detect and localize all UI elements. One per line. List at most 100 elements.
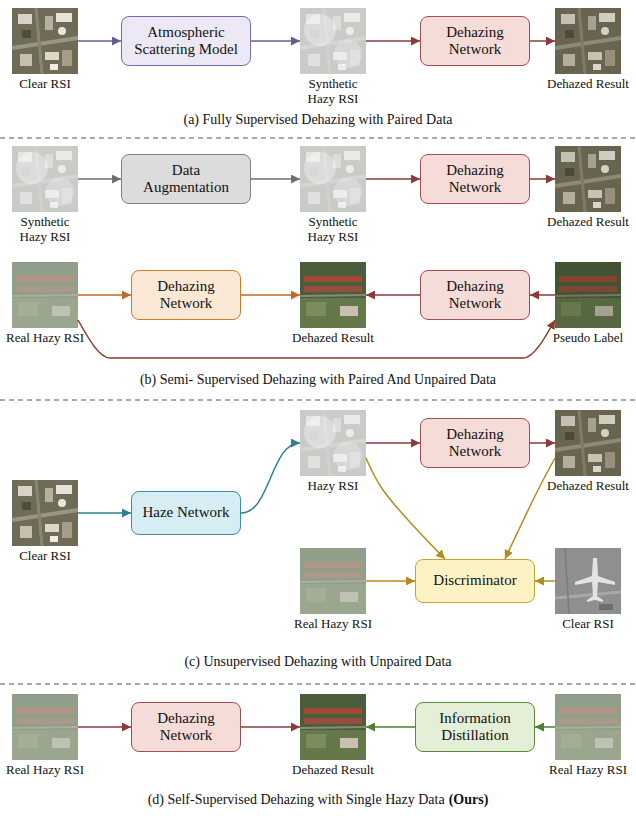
rsi-thumbnail: Dehazed Result <box>555 8 621 74</box>
rsi-thumbnail: Synthetic Hazy RSI <box>12 146 78 212</box>
divider-line <box>0 138 636 684</box>
subfigure-caption: (d) Self-Supervised Dehazing with Single… <box>148 792 445 807</box>
process-box: Information Distillation <box>415 702 535 753</box>
subfigure-caption: (b) Semi- Supervised Dehazing with Paire… <box>140 372 496 387</box>
rsi-thumbnail-art <box>555 8 621 74</box>
image-caption: Dehazed Result <box>278 763 388 778</box>
rsi-thumbnail-art <box>555 548 621 614</box>
box-label: Data Augmentation <box>130 162 242 197</box>
box-label: Dehazing Network <box>429 24 521 59</box>
rsi-thumbnail: Synthetic Hazy RSI <box>300 8 366 74</box>
rsi-thumbnail-art <box>555 410 621 476</box>
rsi-thumbnail: Dehazed Result <box>555 410 621 476</box>
arrow-connector <box>530 294 555 296</box>
divider-line <box>0 400 636 401</box>
rsi-thumbnails <box>12 8 621 760</box>
arrow-connector <box>78 294 131 296</box>
rsi-thumbnail: Clear RSI <box>12 480 78 546</box>
arrow-connector <box>366 178 420 180</box>
image-caption: Synthetic Hazy RSI <box>8 215 82 245</box>
arrow-connector <box>78 320 555 358</box>
arrow-connector <box>530 178 555 180</box>
subfigure-caption: (a) Fully Supervised Dehazing with Paire… <box>183 112 452 127</box>
image-caption: Real Hazy RSI <box>0 331 100 346</box>
arrow-connector <box>366 442 420 444</box>
subfigure-caption-line: (b) Semi- Supervised Dehazing with Paire… <box>0 372 636 389</box>
rsi-thumbnail-art <box>300 262 366 328</box>
rsi-thumbnail: Clear RSI <box>555 548 621 614</box>
rsi-thumbnail-art <box>12 262 78 328</box>
arrow-connector <box>241 294 300 296</box>
rsi-thumbnail: Real Hazy RSI <box>555 694 621 760</box>
rsi-thumbnail-art <box>12 8 78 74</box>
arrow-connector <box>241 443 300 513</box>
image-caption: Real Hazy RSI <box>533 763 636 778</box>
box-label: Atmospheric Scattering Model <box>130 24 242 59</box>
image-caption: Clear RSI <box>0 549 100 564</box>
process-box: Data Augmentation <box>121 154 251 205</box>
image-caption: Synthetic Hazy RSI <box>296 215 370 245</box>
box-label: Discriminator <box>433 572 516 589</box>
box-label: Dehazing Network <box>140 710 232 745</box>
arrow-connector <box>366 294 420 296</box>
rsi-thumbnail-art <box>300 410 366 476</box>
rsi-thumbnail: Real Hazy RSI <box>12 262 78 328</box>
image-caption: Clear RSI <box>0 77 100 92</box>
process-box: Discriminator <box>415 559 535 603</box>
arrow-connector <box>366 40 420 42</box>
rsi-thumbnail: Hazy RSI <box>300 410 366 476</box>
process-box: Dehazing Network <box>420 16 530 67</box>
arrow-connector <box>535 726 555 728</box>
subfigure-caption-line: (d) Self-Supervised Dehazing with Single… <box>0 792 636 809</box>
rsi-thumbnail-art <box>300 548 366 614</box>
image-caption: Real Hazy RSI <box>0 763 100 778</box>
arrow-connector <box>366 458 445 559</box>
rsi-thumbnail-art <box>12 694 78 760</box>
image-caption: Synthetic Hazy RSI <box>296 77 370 107</box>
box-label: Haze Network <box>142 504 229 521</box>
process-box: Haze Network <box>131 491 241 535</box>
box-label: Dehazing Network <box>429 162 521 197</box>
divider-line <box>0 138 636 139</box>
image-caption: Pseudo Label <box>533 331 636 346</box>
arrow-connector <box>366 580 415 582</box>
process-box: Dehazing Network <box>420 270 530 321</box>
image-caption: Dehazed Result <box>533 215 636 230</box>
rsi-thumbnail: Dehazed Result <box>555 146 621 212</box>
process-box: Dehazing Network <box>131 702 241 753</box>
rsi-thumbnail-art <box>12 480 78 546</box>
rsi-thumbnail: Pseudo Label <box>555 262 621 328</box>
rsi-thumbnail: Clear RSI <box>12 8 78 74</box>
arrow-connector <box>251 40 300 42</box>
arrow-connector <box>251 178 300 180</box>
image-caption: Dehazed Result <box>533 77 636 92</box>
arrow-connector <box>78 40 121 42</box>
process-box: Dehazing Network <box>131 270 241 321</box>
image-caption: Clear RSI <box>533 617 636 632</box>
arrow-connector <box>78 512 131 514</box>
image-caption: Real Hazy RSI <box>278 617 388 632</box>
rsi-thumbnail-art <box>555 694 621 760</box>
subfigure-caption: (Ours) <box>449 792 489 807</box>
arrow-connector <box>241 726 300 728</box>
arrow-connector <box>366 726 415 728</box>
arrow-connector <box>78 178 121 180</box>
subfigure-caption-line: (c) Unsupervised Dehazing with Unpaired … <box>0 654 636 671</box>
arrow-connector <box>505 458 555 559</box>
image-caption: Dehazed Result <box>278 331 388 346</box>
subfigure-caption: (c) Unsupervised Dehazing with Unpaired … <box>184 654 451 669</box>
subfigure-caption-line: (a) Fully Supervised Dehazing with Paire… <box>0 112 636 129</box>
rsi-thumbnail-art <box>300 146 366 212</box>
rsi-thumbnail-art <box>300 8 366 74</box>
rsi-thumbnail-art <box>555 146 621 212</box>
process-box: Atmospheric Scattering Model <box>121 16 251 67</box>
rsi-thumbnail: Dehazed Result <box>300 262 366 328</box>
rsi-thumbnail-art <box>12 146 78 212</box>
arrow-connector <box>530 442 555 444</box>
image-caption: Hazy RSI <box>278 479 388 494</box>
arrow-connector <box>535 580 555 582</box>
rsi-thumbnail: Real Hazy RSI <box>300 548 366 614</box>
box-label: Dehazing Network <box>140 278 232 313</box>
